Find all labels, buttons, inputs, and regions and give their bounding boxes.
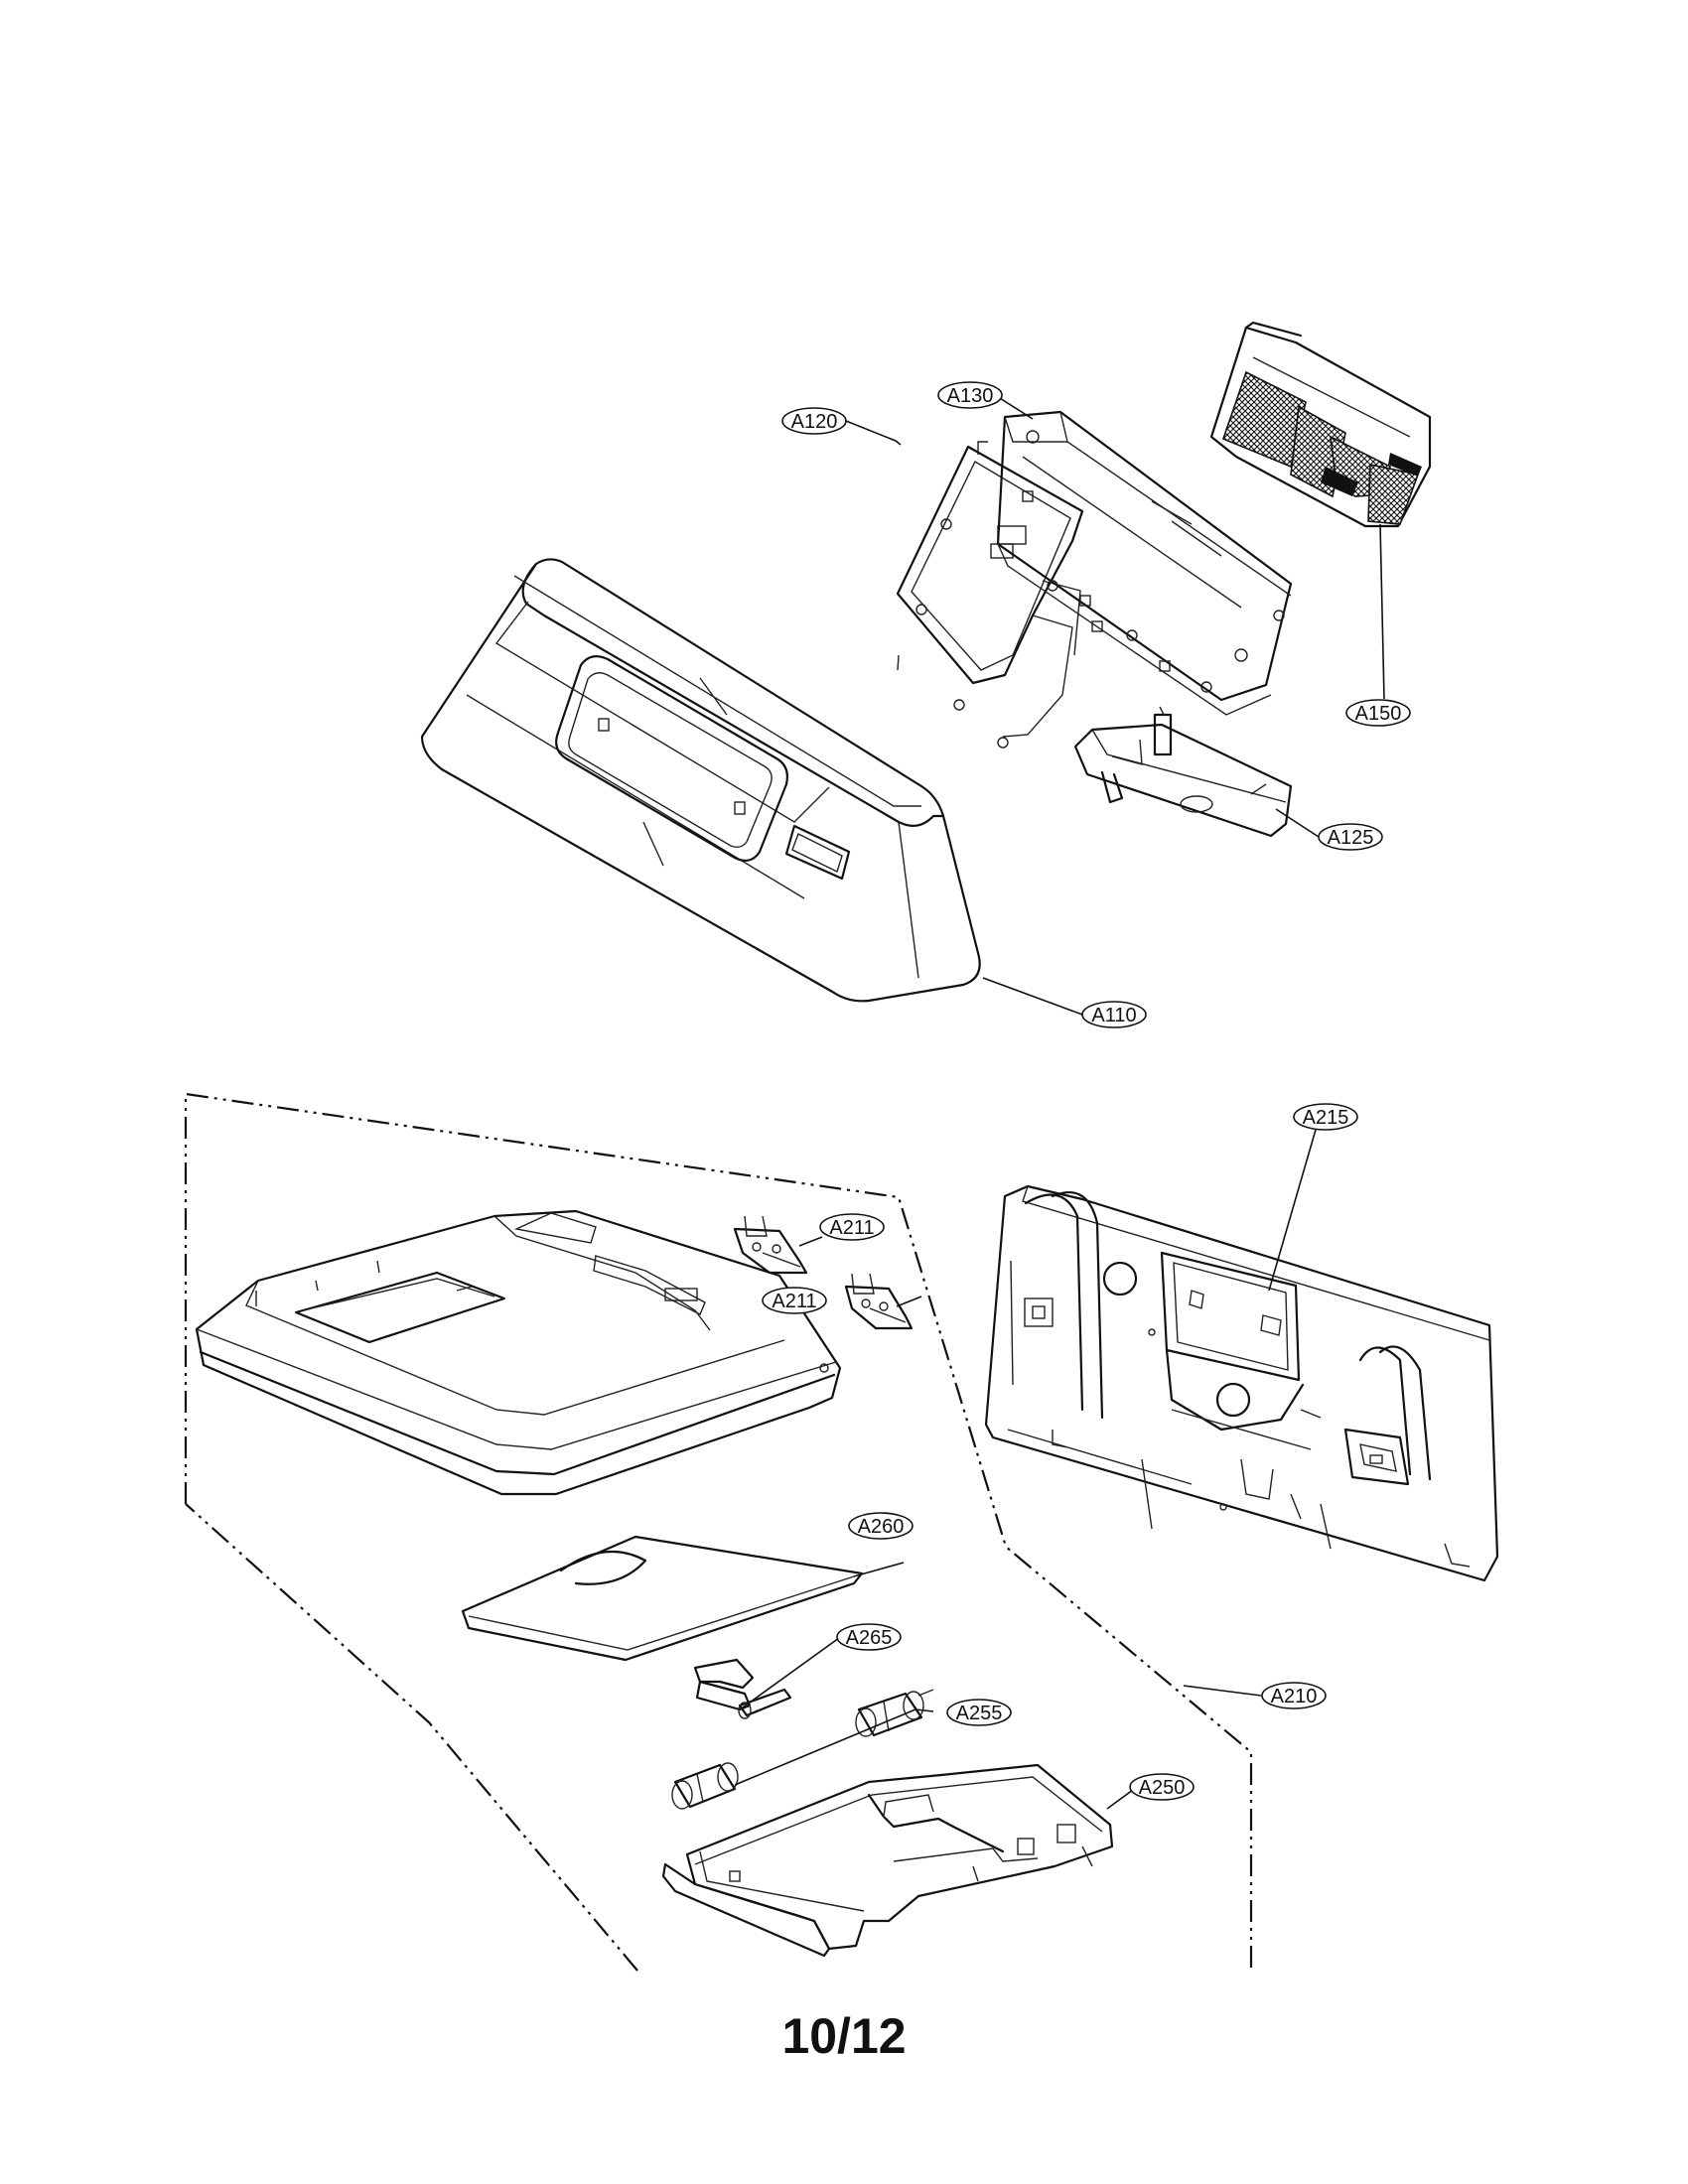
small-board-bracket [1073, 706, 1293, 838]
callout-a211-upper-text: A211 [829, 1217, 874, 1239]
back-panel [984, 1184, 1499, 1582]
callout-a211-lower-text: A211 [772, 1291, 816, 1312]
callout-a255: A255 [946, 1699, 1012, 1726]
callout-a215: A215 [1293, 1103, 1358, 1131]
display-board [896, 441, 1084, 749]
leader-lines-upper [845, 394, 1385, 1016]
lid-frame [661, 1763, 1114, 1958]
callout-a125: A125 [1318, 823, 1383, 851]
hinge-pin-upper [855, 1689, 934, 1737]
callout-a250: A250 [1129, 1773, 1195, 1801]
callout-a211-lower: A211 [762, 1287, 827, 1314]
callout-a210: A210 [1261, 1682, 1327, 1709]
callout-a130-text: A130 [947, 385, 994, 407]
callout-a120-text: A120 [791, 411, 838, 433]
lid-assembly-boundary [184, 1092, 1253, 1972]
callout-a120: A120 [781, 407, 847, 435]
callout-a110-text: A110 [1091, 1005, 1136, 1026]
cover-plate [461, 1535, 864, 1662]
callout-a210-text: A210 [1271, 1686, 1318, 1707]
callout-a215-text: A215 [1303, 1107, 1349, 1129]
callout-a260-text: A260 [858, 1516, 905, 1538]
pcb-cover [1209, 321, 1432, 528]
hinge-bracket-small [693, 1658, 792, 1719]
callout-a265-text: A265 [846, 1627, 893, 1649]
callout-a265: A265 [836, 1623, 902, 1651]
callout-a150: A150 [1345, 699, 1411, 727]
main-pcb-assembly [996, 410, 1293, 716]
callout-a110: A110 [1081, 1001, 1147, 1028]
callout-a125-text: A125 [1328, 827, 1374, 849]
callout-a130: A130 [937, 381, 1003, 409]
callout-a211-upper: A211 [819, 1213, 885, 1241]
callout-a250-text: A250 [1139, 1777, 1186, 1799]
hinge-pin-lower [671, 1762, 739, 1810]
page-number: 10/12 [781, 2008, 907, 2064]
hinge-upper [733, 1215, 808, 1275]
callout-a150-text: A150 [1355, 703, 1402, 725]
control-panel-housing [420, 558, 981, 1003]
callout-a255-text: A255 [956, 1703, 1003, 1724]
hinge-lower [844, 1273, 914, 1330]
callout-a260: A260 [848, 1512, 914, 1540]
leader-lines-lower [734, 1129, 1317, 1810]
top-lid [195, 1209, 842, 1496]
